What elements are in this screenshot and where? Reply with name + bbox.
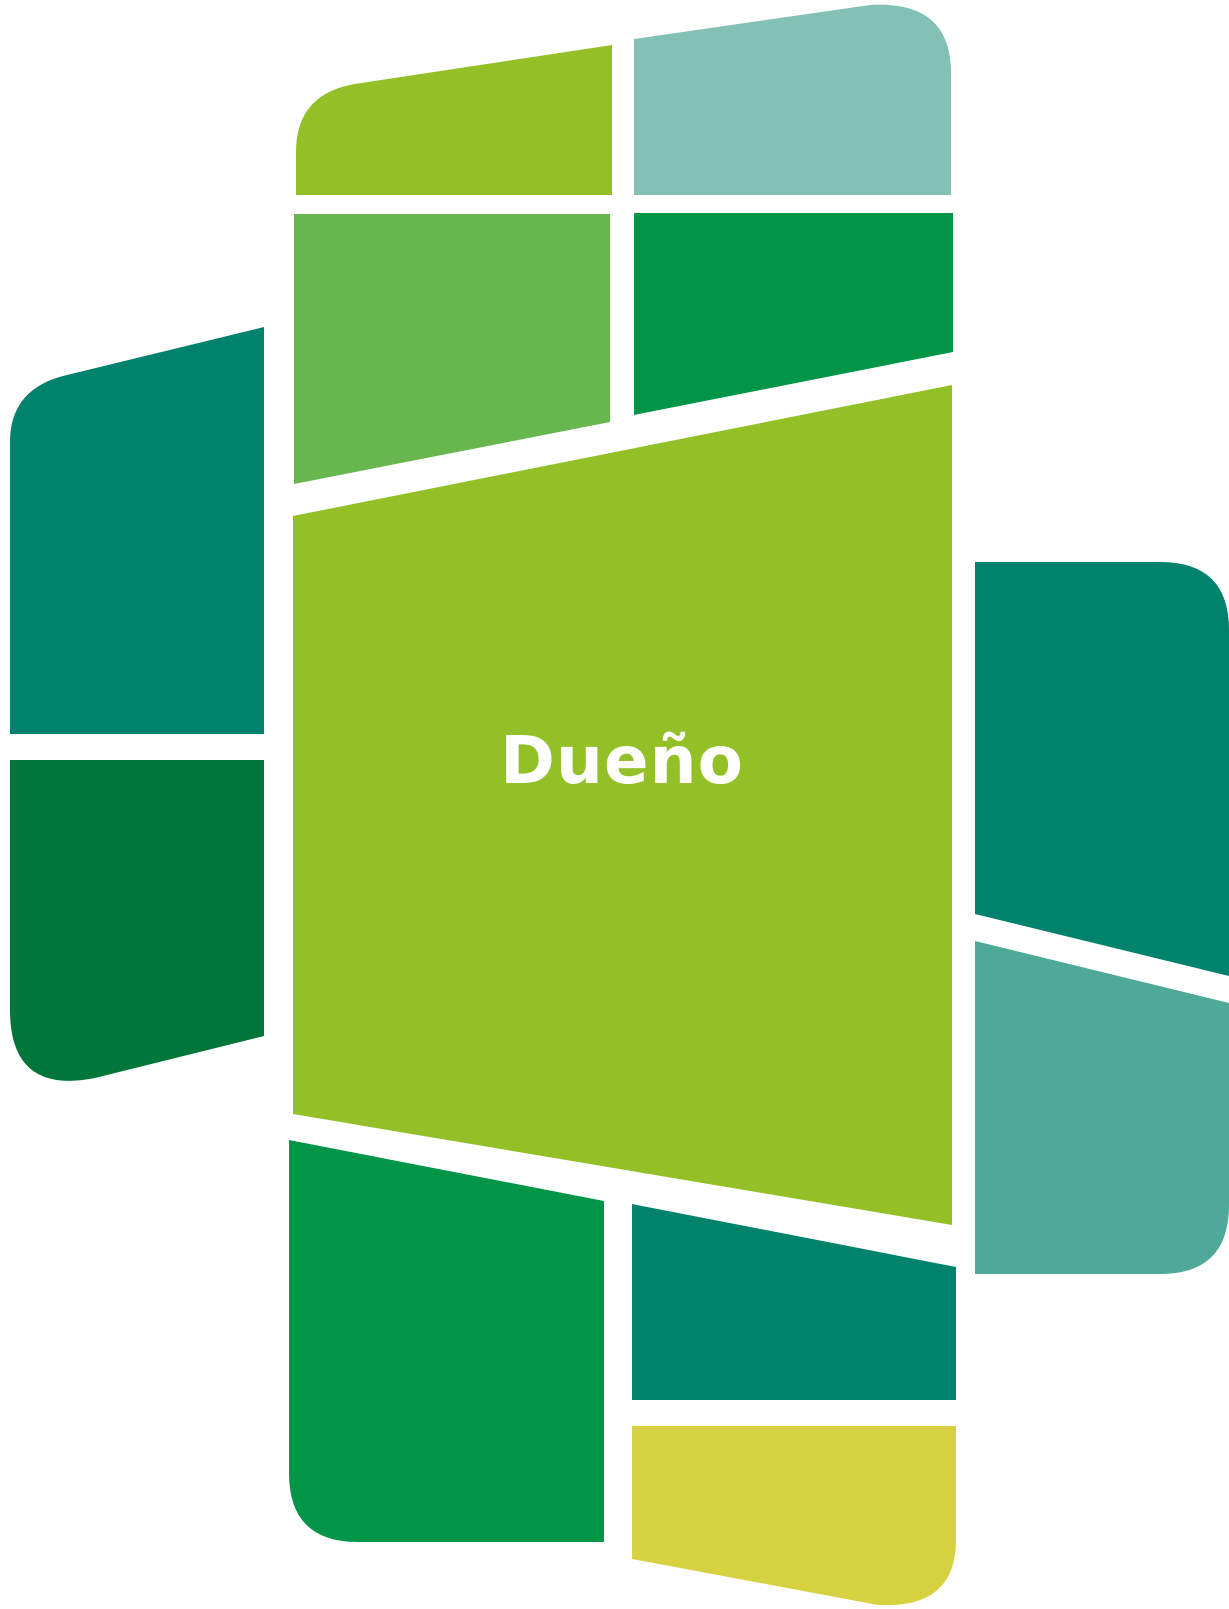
tile-right-upper — [975, 562, 1229, 976]
tile-right-lower — [975, 941, 1229, 1274]
tile-left-lower — [10, 760, 264, 1081]
tile-bottom-right-lower — [632, 1426, 956, 1606]
tile-left-upper — [10, 327, 264, 734]
tile-upper-right — [634, 213, 953, 415]
tile-center — [293, 385, 952, 1225]
tile-top-right — [634, 4, 951, 195]
tile-top-left — [296, 45, 612, 195]
tile-bottom-left — [289, 1140, 604, 1542]
tile-bottom-right-upper — [632, 1204, 956, 1400]
tile-upper-left — [294, 214, 610, 484]
center-label: Dueño — [500, 722, 744, 799]
